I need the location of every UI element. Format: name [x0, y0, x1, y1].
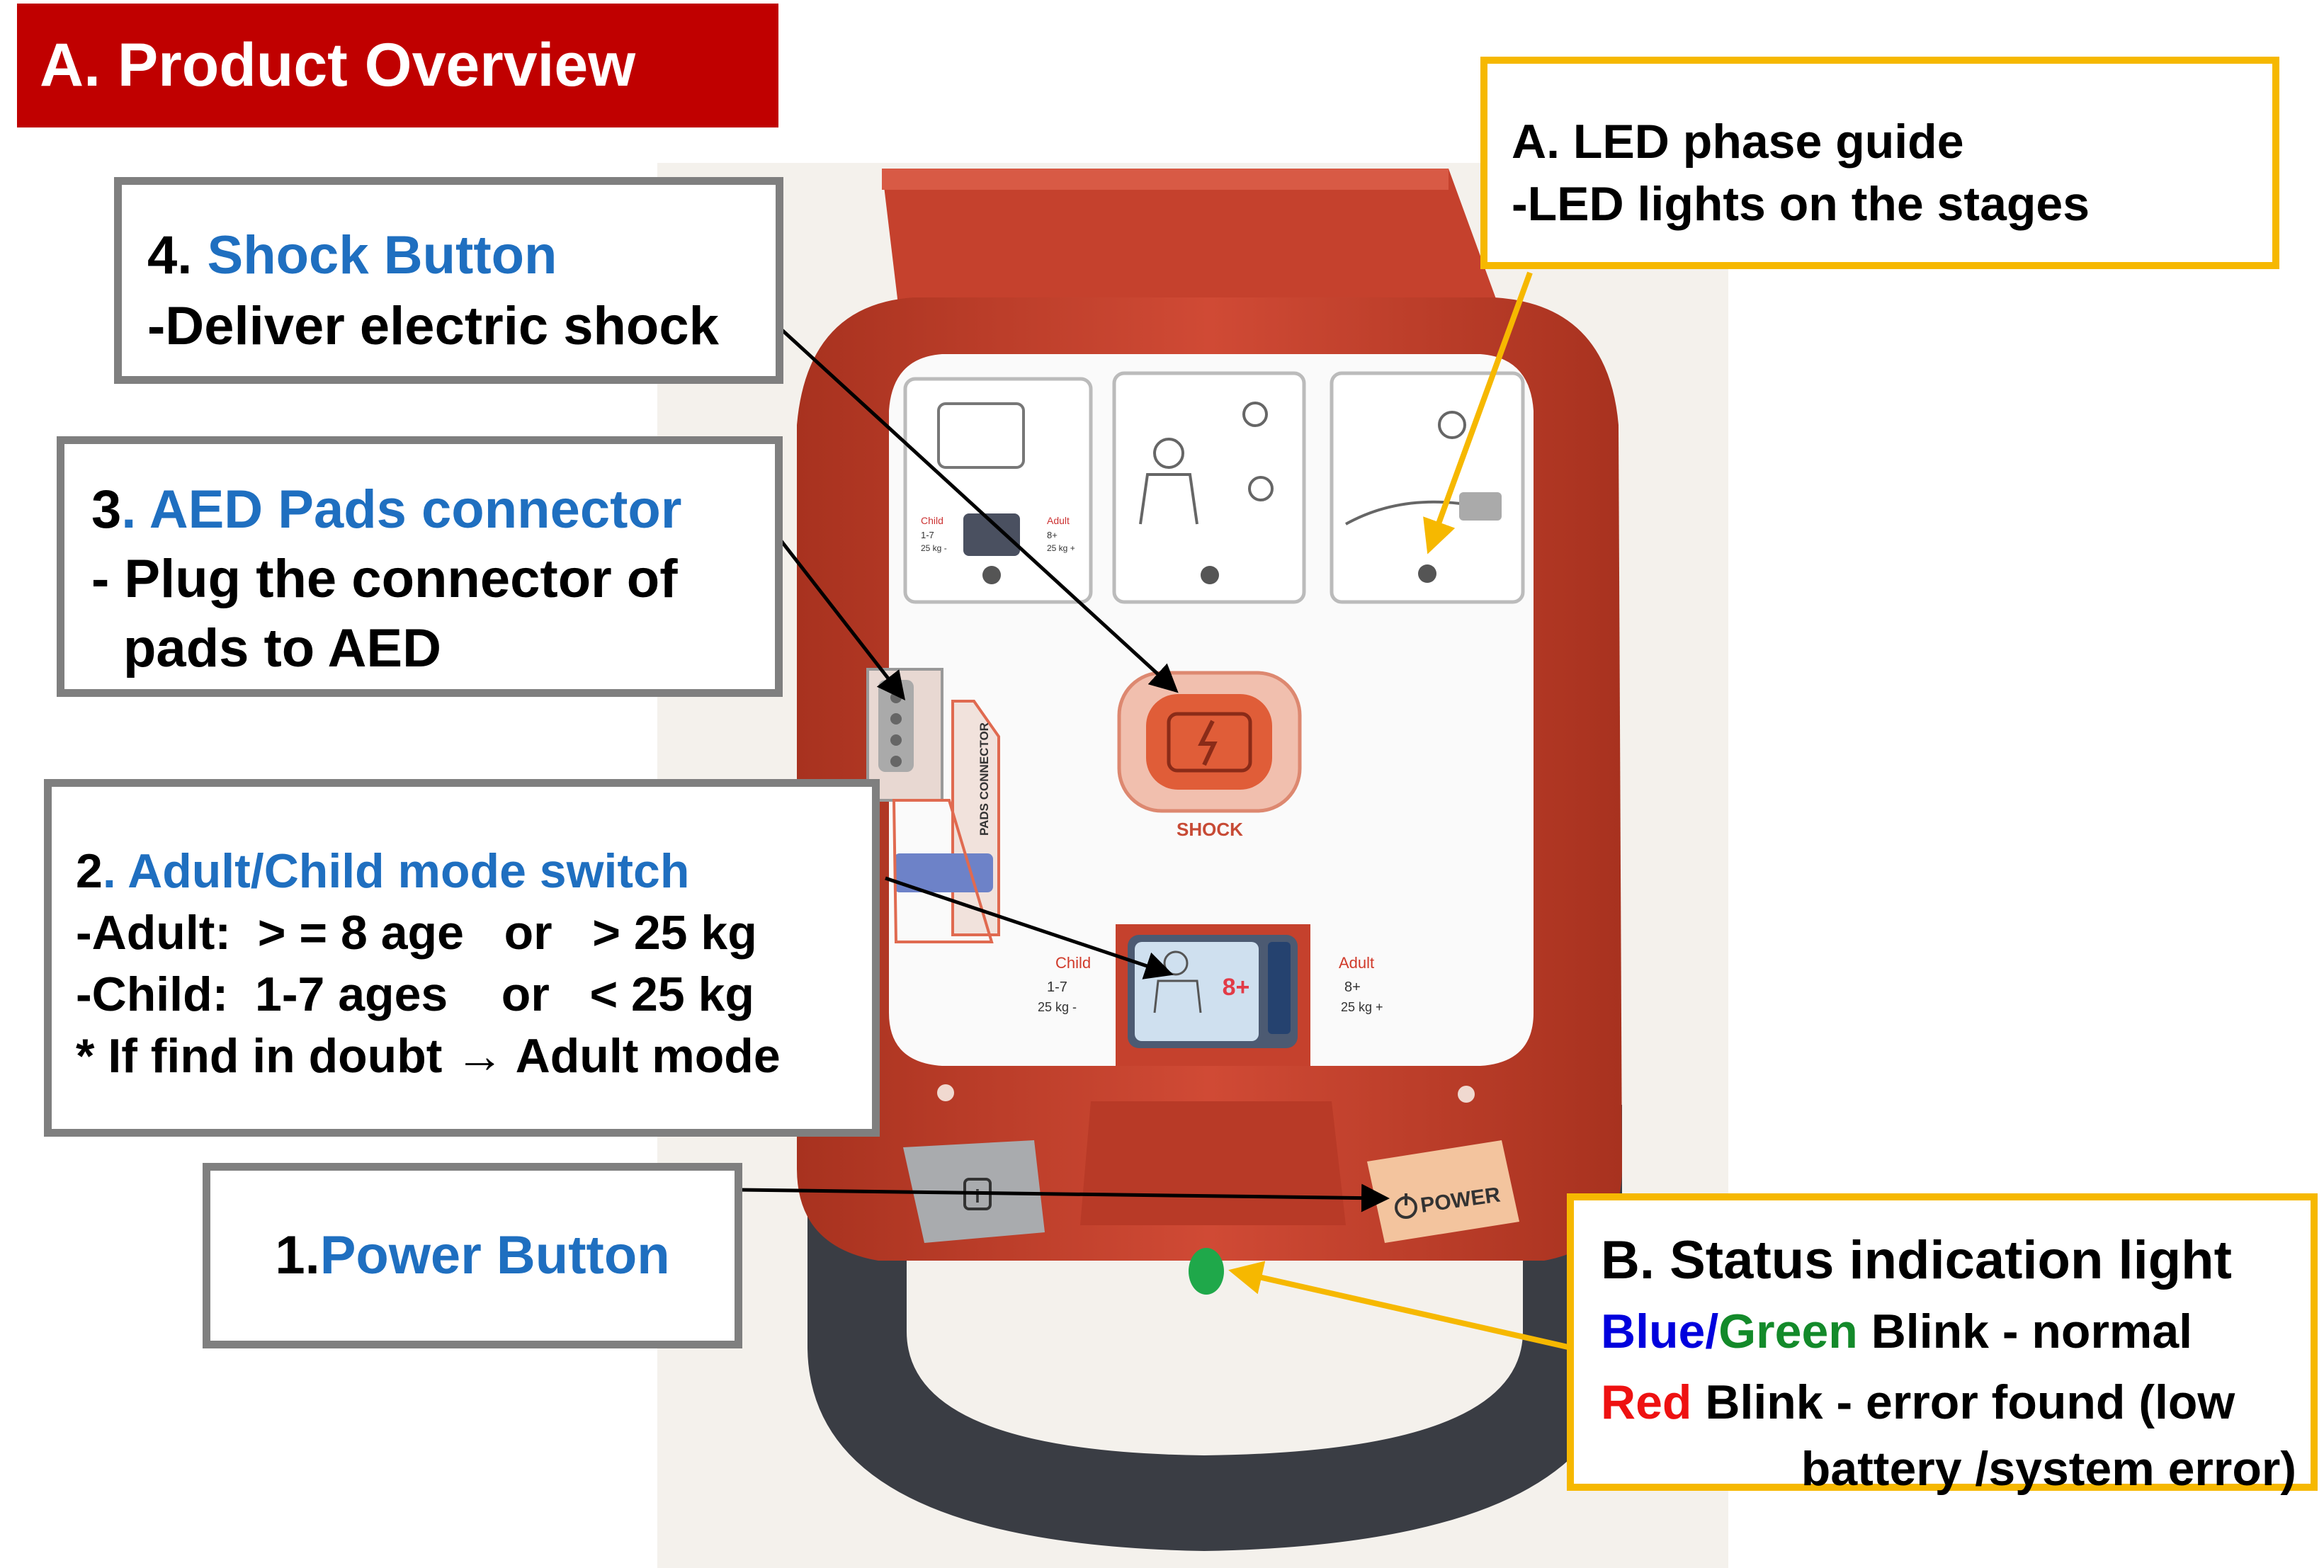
shock-name: Shock Button [207, 225, 557, 285]
status-error-text-1: Blink - error found (low [1691, 1375, 2235, 1429]
led-indicator-1 [982, 566, 1001, 584]
status-title: B. Status indication light [1601, 1230, 2232, 1290]
device-lower-recess [1080, 1101, 1346, 1225]
led-phase-panel-2 [1112, 371, 1306, 604]
switch-adult-age: 8+ [1344, 979, 1361, 995]
page-title: A. Product Overview [17, 4, 778, 127]
device-lid [882, 169, 1498, 305]
callout-mode-switch: 2. Adult/Child mode switch -Adult: > = 8… [44, 779, 880, 1137]
screw-right [1458, 1086, 1475, 1103]
led-phase-panel-3 [1330, 371, 1525, 604]
status-red-word: Red [1601, 1375, 1692, 1429]
info-label: i [975, 1186, 980, 1207]
switch-display-label: 8+ [1223, 974, 1250, 1001]
status-normal-text: Blink - normal [1857, 1305, 2193, 1358]
power-button-graphic: POWER [1367, 1140, 1519, 1243]
callout-power-button: 1.Power Button [203, 1163, 742, 1348]
status-green-word: Green [1718, 1305, 1858, 1358]
pads-name: . AED Pads connector [121, 479, 682, 540]
switch-child: Child [1055, 954, 1091, 972]
status-slash: / [1705, 1305, 1719, 1358]
led-indicator-2 [1201, 566, 1219, 584]
screw-left [937, 1084, 954, 1101]
mode-note: * If find in doubt → Adult mode [76, 1029, 781, 1083]
power-number: 1. [275, 1225, 320, 1285]
arrow-mode [885, 876, 1174, 979]
callout-led-phase-guide: A. LED phase guide -LED lights on the st… [1480, 57, 2279, 269]
status-error-text-2: battery /system error) [1801, 1442, 2296, 1496]
status-led [1189, 1248, 1224, 1295]
panel1-adult-age: 8+ [1047, 530, 1058, 540]
pads-connector-graphic: PADS CONNECTOR [866, 668, 1000, 943]
arrow-led-guide [1423, 271, 1533, 555]
shock-label: SHOCK [1177, 819, 1243, 840]
led-guide-title: A. LED phase guide [1512, 115, 1964, 169]
panel1-child: Child [921, 515, 943, 526]
arrow-status-light [1228, 1261, 1572, 1351]
power-name: Power Button [319, 1225, 670, 1285]
pads-line2: pads to AED [123, 618, 441, 678]
switch-child-age: 1-7 [1047, 979, 1067, 995]
switch-adult-weight: 25 kg + [1341, 1000, 1383, 1014]
panel1-child-age: 1-7 [921, 530, 934, 540]
shock-desc: -Deliver electric shock [147, 296, 719, 356]
led-guide-desc: -LED lights on the stages [1512, 177, 2090, 231]
pads-number: 3 [91, 479, 122, 540]
device-handle [807, 1105, 1622, 1551]
callout-shock-button: 4. Shock Button -Deliver electric shock [114, 177, 783, 384]
arrow-shock [780, 328, 1179, 693]
mode-name: . Adult/Child mode switch [102, 844, 690, 898]
arrow-pads [778, 537, 906, 700]
led-phase-panel-1: Child 1-7 25 kg - Adult 8+ 25 kg + [903, 377, 1093, 604]
callout-arrows [739, 271, 1572, 1351]
panel1-adult-weight: 25 kg + [1047, 543, 1075, 553]
panel1-adult: Adult [1047, 515, 1070, 526]
callout-pads-connector: 3. AED Pads connector - Plug the connect… [57, 436, 783, 697]
shock-number: 4. [147, 225, 193, 285]
pads-line1: - Plug the connector of [91, 549, 678, 609]
switch-child-weight: 25 kg - [1038, 1000, 1077, 1014]
panel1-child-weight: 25 kg - [921, 543, 947, 553]
shock-button-graphic: SHOCK [1117, 671, 1302, 840]
status-blue-word: Blue [1601, 1305, 1706, 1358]
mode-number: 2 [76, 844, 103, 898]
pads-connector-label: PADS CONNECTOR [977, 722, 991, 836]
led-indicator-3 [1418, 564, 1436, 583]
mode-child: -Child: 1-7 ages or < 25 kg [76, 967, 754, 1021]
mode-adult: -Adult: > = 8 age or > 25 kg [76, 906, 757, 960]
switch-adult: Adult [1339, 954, 1374, 972]
callout-status-light: B. Status indication light Blue/Green Bl… [1567, 1193, 2318, 1496]
arrow-power [739, 1183, 1390, 1212]
